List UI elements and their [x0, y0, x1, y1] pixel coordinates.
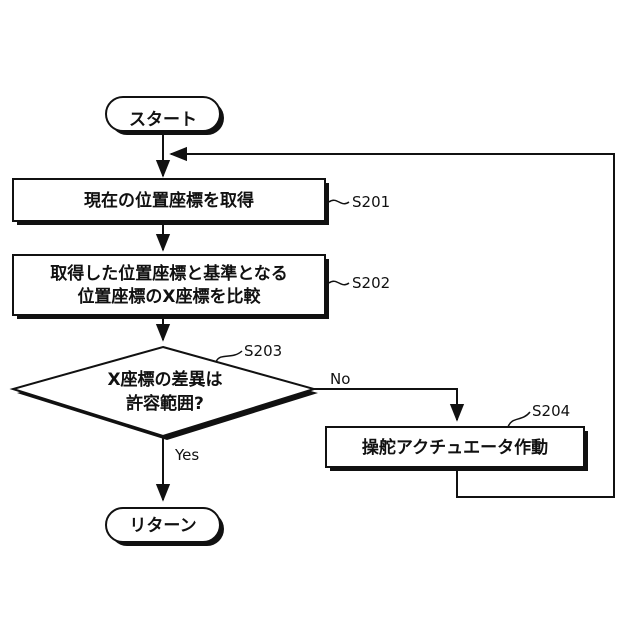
arrow-no-branch: [314, 389, 457, 420]
s201-leader: [329, 200, 349, 203]
s201-step-label: S201: [352, 193, 390, 211]
s203-leader: [216, 351, 242, 362]
s203-text-line-1: X座標の差異は: [107, 369, 222, 390]
decision-diamond-s203: X座標の差異は 許容範囲?: [13, 347, 318, 440]
process-box-s202: 取得した位置座標と基準となる 位置座標のX座標を比較: [13, 255, 329, 319]
process-box-s204: 操舵アクチュエータ作動: [326, 427, 588, 471]
process-box-s201: 現在の位置座標を取得: [13, 179, 329, 225]
s204-leader: [508, 412, 530, 427]
yes-label: Yes: [174, 446, 199, 464]
s201-text: 現在の位置座標を取得: [84, 190, 254, 211]
s202-step-label: S202: [352, 274, 390, 292]
s203-text-line-2: 許容範囲?: [126, 393, 204, 414]
start-terminator: スタート: [106, 97, 224, 135]
s204-step-label: S204: [532, 402, 570, 420]
s202-leader: [329, 281, 349, 284]
s203-step-label: S203: [244, 342, 282, 360]
no-label: No: [330, 370, 350, 388]
s202-text-line-1: 取得した位置座標と基準となる: [50, 263, 288, 284]
end-terminator: リターン: [106, 508, 224, 546]
end-label: リターン: [129, 516, 196, 536]
s202-text-line-2: 位置座標のX座標を比較: [77, 286, 261, 307]
s204-text: 操舵アクチュエータ作動: [362, 437, 548, 458]
start-label: スタート: [129, 110, 197, 130]
